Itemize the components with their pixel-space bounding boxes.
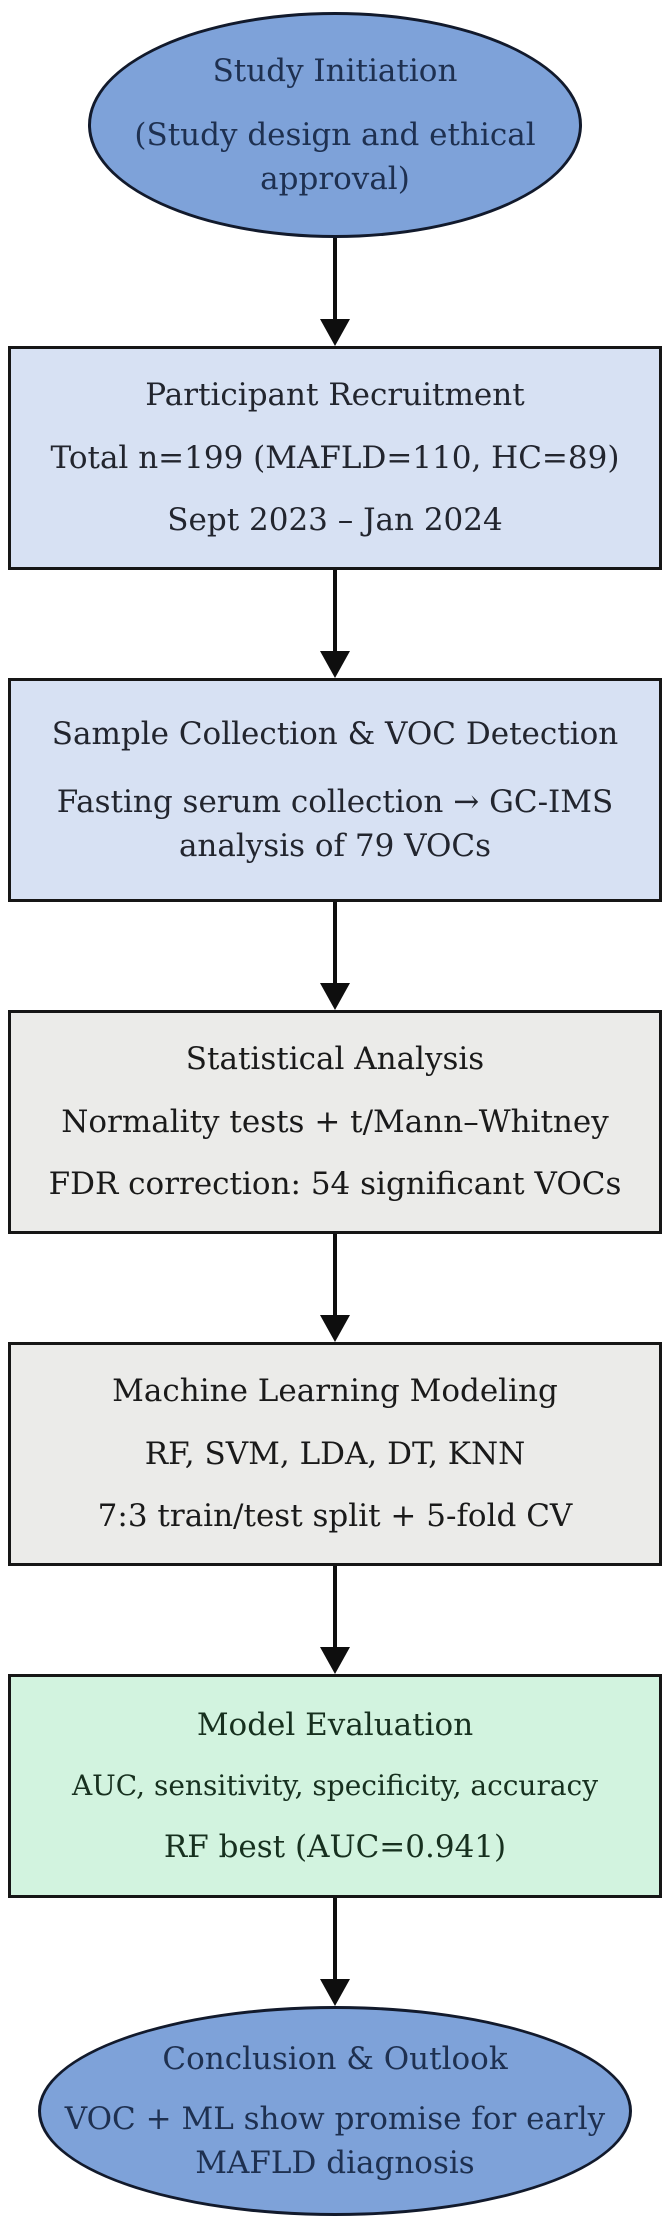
flow-arrow-stem	[333, 1234, 337, 1316]
node-title: Study Initiation	[212, 52, 458, 89]
node-title: Statistical Analysis	[185, 1041, 485, 1078]
node-detail: 7:3 train/test split + 5-fold CV	[97, 1498, 573, 1535]
node-statistical-analysis: Statistical Analysis Normality tests + t…	[8, 1010, 662, 1234]
node-title: Model Evaluation	[196, 1706, 474, 1743]
node-study-initiation: Study Initiation (Study design and ethic…	[88, 12, 582, 238]
flow-arrow-stem	[333, 1898, 337, 1980]
node-participant-recruitment: Participant Recruitment Total n=199 (MAF…	[8, 346, 662, 570]
node-detail: Total n=199 (MAFLD=110, HC=89)	[50, 439, 620, 476]
arrow-down-icon	[320, 1647, 350, 1674]
node-detail: Sept 2023 – Jan 2024	[167, 502, 503, 539]
flow-arrow-stem	[333, 238, 337, 320]
node-title: Sample Collection & VOC Detection	[51, 715, 619, 752]
arrow-down-icon	[320, 1315, 350, 1342]
node-detail: Normality tests + t/Mann–Whitney	[61, 1103, 609, 1140]
flow-arrow-stem	[333, 902, 337, 984]
node-detail: RF, SVM, LDA, DT, KNN	[144, 1435, 526, 1472]
node-title: Machine Learning Modeling	[112, 1373, 558, 1410]
node-detail: (Study design and ethical approval)	[134, 116, 536, 197]
node-detail: AUC, sensitivity, specificity, accuracy	[71, 1769, 599, 1803]
arrow-down-icon	[320, 1979, 350, 2006]
node-title: Conclusion & Outlook	[162, 2040, 508, 2077]
node-model-evaluation: Model Evaluation AUC, sensitivity, speci…	[8, 1674, 662, 1898]
node-sample-collection-voc-detection: Sample Collection & VOC Detection Fastin…	[8, 678, 662, 902]
node-machine-learning-modeling: Machine Learning Modeling RF, SVM, LDA, …	[8, 1342, 662, 1566]
node-detail: RF best (AUC=0.941)	[163, 1829, 507, 1866]
arrow-down-icon	[320, 319, 350, 346]
arrow-down-icon	[320, 983, 350, 1010]
node-detail: FDR correction: 54 significant VOCs	[48, 1166, 622, 1203]
node-title: Participant Recruitment	[145, 377, 525, 414]
flow-arrow-stem	[333, 1566, 337, 1648]
node-detail: VOC + ML show promise for early MAFLD di…	[64, 2100, 606, 2181]
flow-arrow-stem	[333, 570, 337, 652]
node-conclusion-outlook: Conclusion & Outlook VOC + ML show promi…	[38, 2006, 632, 2216]
node-detail: Fasting serum collection → GC-IMS analys…	[56, 784, 614, 865]
arrow-down-icon	[320, 651, 350, 678]
